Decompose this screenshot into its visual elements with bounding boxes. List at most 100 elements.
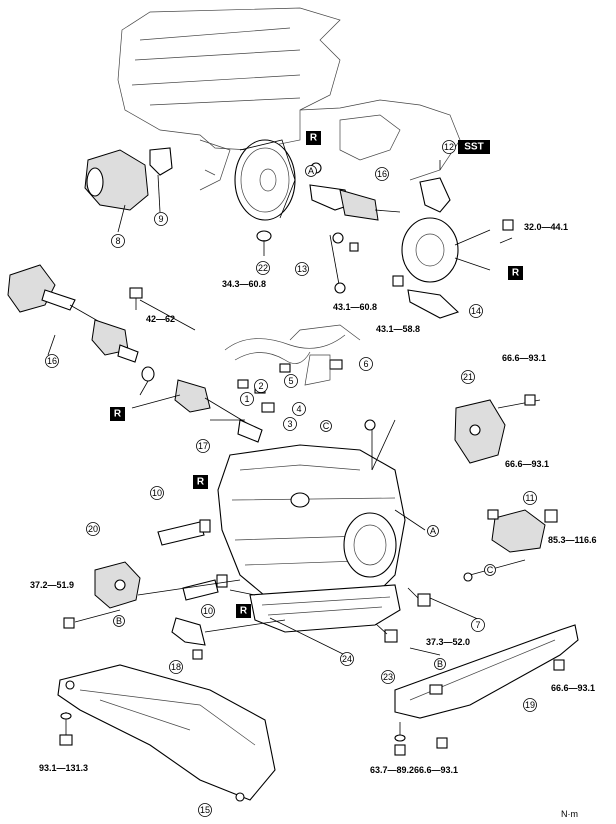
svg-text:B: B: [116, 616, 122, 626]
svg-text:19: 19: [525, 700, 535, 710]
callout-5: 5: [284, 374, 298, 388]
callout-11: 11: [523, 491, 537, 505]
callout-6: 6: [359, 357, 373, 371]
svg-text:4: 4: [296, 404, 301, 414]
svg-text:18: 18: [171, 662, 181, 672]
callout-23: 23: [381, 670, 395, 684]
callout-group: 1 2 3 4 5 6 7 8 9 10 10 11 12 13 14 15 1…: [45, 140, 537, 817]
svg-text:3: 3: [287, 419, 292, 429]
svg-text:R: R: [197, 477, 205, 488]
callout-20: 20: [86, 522, 100, 536]
svg-text:20: 20: [88, 524, 98, 534]
torque-label: 43.1—58.8: [376, 324, 420, 334]
svg-text:14: 14: [471, 306, 481, 316]
nut-22: [256, 230, 272, 256]
svg-text:24: 24: [342, 654, 352, 664]
ref-letter-b: B: [434, 658, 446, 670]
left-drive-shaft: [7, 264, 139, 363]
callout-4: 4: [292, 402, 306, 416]
torque-label: 42—62: [146, 314, 175, 324]
callout-16a: 16: [45, 354, 59, 368]
replace-box: R: [110, 407, 125, 421]
callout-16b: 16: [375, 167, 389, 181]
steering-knuckle: [401, 217, 491, 283]
mount-20: [63, 561, 141, 629]
bolt-42-62: [129, 287, 196, 331]
torque-labels: 32.0—44.1 34.3—60.8 42—62 43.1—60.8 43.1…: [30, 222, 597, 775]
svg-text:R: R: [512, 268, 520, 279]
torque-label: 43.1—60.8: [333, 302, 377, 312]
svg-text:15: 15: [200, 805, 210, 815]
bolt-23: [375, 623, 398, 643]
drive-plate: [234, 139, 296, 221]
callout-18: 18: [169, 660, 183, 674]
torque-label: 66.6—93.1: [414, 765, 458, 775]
torque-label: 37.3—52.0: [426, 637, 470, 647]
callout-2: 2: [254, 379, 268, 393]
svg-text:16: 16: [377, 169, 387, 179]
svg-text:5: 5: [288, 376, 293, 386]
svg-text:16: 16: [47, 356, 57, 366]
leader-lines: [131, 394, 481, 656]
callout-9: 9: [154, 212, 168, 226]
torque-label: 66.6—93.1: [502, 353, 546, 363]
replace-box: R: [306, 131, 321, 145]
callout-13: 13: [295, 262, 309, 276]
torque-label: 63.7—89.2: [370, 765, 414, 775]
callout-12: 12: [442, 140, 456, 154]
torque-label: 85.3—116.6: [548, 535, 597, 545]
svg-text:SST: SST: [464, 142, 483, 153]
svg-text:13: 13: [297, 264, 307, 274]
hub-nut: [499, 219, 514, 244]
ref-letter-a: A: [305, 165, 317, 177]
svg-text:C: C: [323, 421, 330, 431]
svg-text:R: R: [240, 606, 248, 617]
svg-text:R: R: [114, 409, 122, 420]
tie-rod-end: [419, 160, 451, 213]
transaxle-case: [217, 419, 406, 633]
replace-box: R: [508, 266, 523, 280]
torque-label: 34.3—60.8: [222, 279, 266, 289]
callout-14: 14: [469, 304, 483, 318]
callout-3: 3: [283, 417, 297, 431]
svg-text:R: R: [310, 133, 318, 144]
svg-text:1: 1: [244, 394, 249, 404]
cooler-hose-upper: [157, 519, 211, 546]
callout-22: 22: [256, 261, 270, 275]
svg-text:22: 22: [258, 263, 268, 273]
ball-joint-bracket: [392, 275, 460, 319]
engine-block-outline: [117, 7, 461, 191]
replace-box: R: [193, 475, 208, 489]
sst-box: SST: [458, 140, 490, 154]
mount-11: [463, 509, 558, 582]
snap-ring: [139, 366, 155, 396]
svg-text:7: 7: [475, 620, 480, 630]
svg-text:21: 21: [463, 372, 473, 382]
bolt-7: [407, 587, 431, 607]
right-drive-shaft: [309, 162, 401, 221]
callout-21: 21: [461, 370, 475, 384]
joint-shaft: [174, 379, 263, 443]
ref-letter-c: C: [484, 564, 496, 576]
callout-19: 19: [523, 698, 537, 712]
svg-text:C: C: [487, 565, 494, 575]
svg-text:9: 9: [158, 214, 163, 224]
replace-box: R: [236, 604, 251, 618]
svg-text:17: 17: [198, 441, 208, 451]
svg-text:12: 12: [444, 142, 454, 152]
callout-15: 15: [198, 803, 212, 817]
svg-text:23: 23: [383, 672, 393, 682]
callout-8: 8: [111, 234, 125, 248]
ref-letter-b: B: [113, 615, 125, 627]
callout-17: 17: [196, 439, 210, 453]
sensor-18: [171, 617, 286, 660]
svg-text:B: B: [437, 659, 443, 669]
crossmember-15: [57, 664, 276, 802]
member-19: [394, 624, 579, 756]
torque-label: 66.6—93.1: [551, 683, 595, 693]
starter-motor: [84, 149, 149, 233]
svg-text:10: 10: [152, 488, 162, 498]
mount-bracket-21: [454, 394, 541, 464]
ref-letter-c: C: [320, 420, 332, 432]
torque-label: 66.6—93.1: [505, 459, 549, 469]
